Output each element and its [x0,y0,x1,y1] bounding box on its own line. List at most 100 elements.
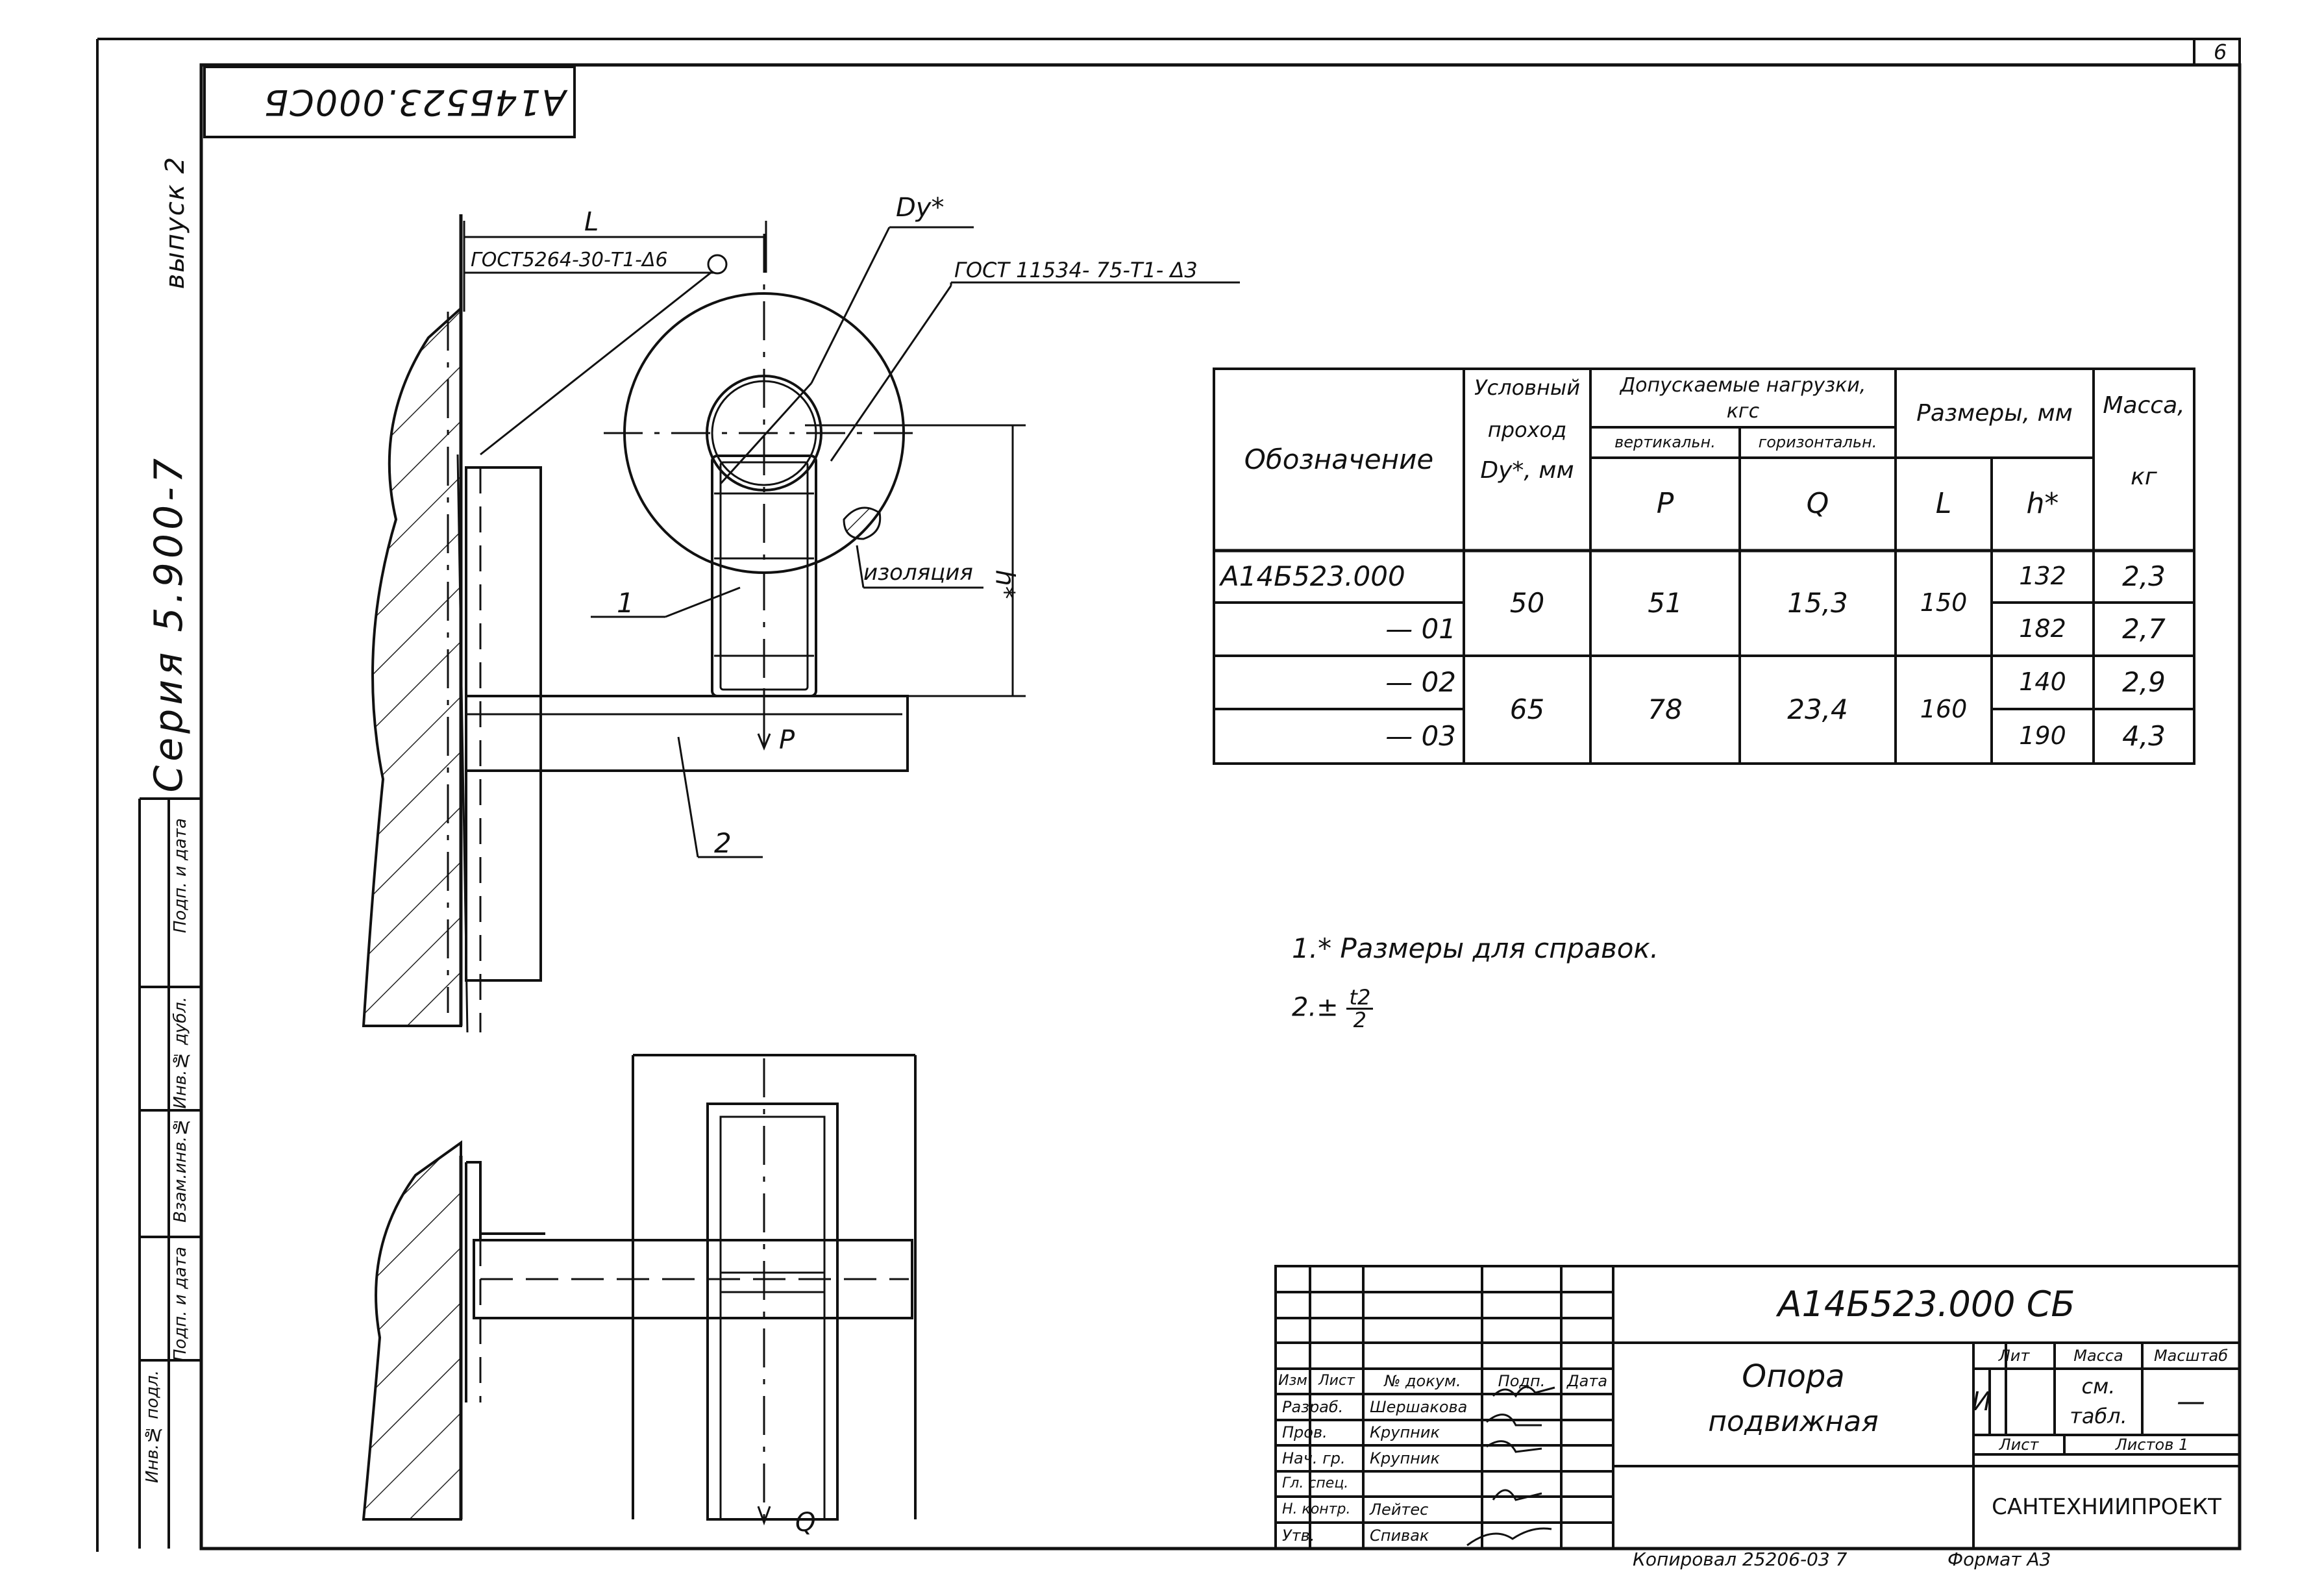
th-loads-1: Допускаемые нагрузки, [1620,373,1866,397]
th-nominal-2: проход [1487,417,1567,442]
title-name-1: Опора [1742,1358,1845,1395]
th-Q: Q [1806,487,1829,521]
row-2-mass: 2,9 [2122,666,2166,698]
top-stamp: А14Б523.000СБ [263,82,566,123]
role-0-name: Шершакова [1370,1397,1468,1416]
role-2-name: Крупник [1370,1449,1440,1467]
row-1-h: 182 [2019,614,2066,643]
side-label-inv-dubl: Инв.№ дубл. [171,997,190,1109]
role-5: Утв. [1282,1526,1315,1545]
role-0: Разраб. [1282,1397,1344,1416]
dim-h: h* [989,569,1020,599]
row-0-h: 132 [2019,562,2066,591]
sheet-label: Лист [1999,1435,2039,1454]
row-2-h: 140 [2019,667,2066,697]
dim-Dy: Dy* [896,193,945,223]
note-1: 1.* Размеры для справок. [1292,932,1659,964]
sheet-frame [96,38,2242,1552]
th-vertical: вертикальн. [1614,433,1716,452]
sheets-label: Листов 1 [2115,1435,2189,1454]
role-1-name: Крупник [1370,1423,1440,1442]
note-2-numerator: t2 [1346,987,1374,1010]
title-code: А14Б523.000 СБ [1777,1284,2075,1325]
row-2-designation: — 02 [1385,666,1456,698]
load-Q-label: Q [795,1508,816,1538]
footer-format: Формат А3 [1947,1549,2051,1570]
th-designation: Обозначение [1244,443,1434,475]
scale-label: Масштаб [2153,1346,2229,1365]
plan-view [362,1054,917,1526]
role-3: Гл. спец. [1282,1475,1349,1492]
role-4-name: Лейтес [1370,1500,1429,1519]
sheet-number: 6 [2214,40,2227,64]
item-1-label: 1 [617,587,634,619]
side-strip [138,797,201,1549]
side-label-vzam-inv: Взам.инв.№ [171,1117,190,1223]
mass-value-1: см. [2081,1374,2116,1399]
title-name-2: подвижная [1708,1404,1879,1438]
th-sizes: Размеры, мм [1916,399,2073,427]
row-3-h: 190 [2019,721,2066,751]
front-view [362,214,1240,1033]
group-0-P: 51 [1648,586,1683,619]
top-stamp-frame [203,66,576,138]
mass-label: Масса [2073,1346,2123,1365]
th-h: h* [2026,487,2059,521]
scale-value: — [2177,1384,2205,1418]
group-1-L: 160 [1920,695,1968,724]
row-3-designation: — 03 [1385,719,1456,752]
footer-copied: Копировал 25206-03 7 [1633,1549,1848,1570]
issue-label: выпуск 2 [160,156,190,290]
series-label: Серия 5.900-7 [146,455,192,793]
side-label-inv-podl: Инв.№ подл. [143,1370,162,1484]
th-nominal-1: Условный [1474,375,1580,400]
col-sign: Подп. [1498,1372,1546,1391]
row-3-mass: 4,3 [2122,719,2166,752]
signature-scribbles [1466,1386,1555,1547]
group-1-Q: 23,4 [1787,693,1848,725]
group-1-dy: 65 [1509,693,1545,725]
note-2-denominator: 2 [1353,1008,1367,1032]
title-block-grid [1274,1265,2241,1550]
col-doc: № докум. [1384,1372,1461,1391]
th-L: L [1935,487,1952,521]
col-izm: Изм [1278,1373,1307,1389]
table-grid [1213,368,2195,765]
note-2-prefix: 2.± [1292,992,1339,1023]
th-P: P [1656,487,1674,521]
col-date: Дата [1566,1372,1608,1391]
dim-L: L [584,207,599,237]
insulation-label: изоляция [863,560,973,586]
item-2-label: 2 [714,827,732,859]
load-P-label: P [779,725,795,755]
note-2: 2.± t2 2 [1292,987,1374,1032]
th-loads-2: кгс [1726,399,1760,423]
group-1-P: 78 [1648,693,1683,725]
th-nominal-3: Dy*, мм [1480,457,1574,484]
row-1-mass: 2,7 [2122,612,2166,645]
th-mass-2: кг [2131,464,2157,491]
note-2-fraction: t2 2 [1346,987,1374,1032]
group-0-dy: 50 [1509,586,1545,619]
role-2: Нач. гр. [1282,1449,1346,1467]
weld-callout-2: ГОСТ 11534- 75-Т1- Δ3 [954,258,1198,282]
row-0-designation: А14Б523.000 [1220,560,1405,592]
th-mass-1: Масса, [2103,392,2185,419]
col-list: Лист [1318,1373,1355,1389]
role-1: Пров. [1282,1423,1328,1442]
mass-value-2: табл. [2070,1404,2127,1429]
group-0-Q: 15,3 [1787,586,1848,619]
weld-callout-1: ГОСТ5264-30-Т1-Δ6 [471,249,668,271]
row-0-mass: 2,3 [2122,560,2166,592]
row-1-designation: — 01 [1385,612,1456,645]
role-5-name: Спивак [1370,1526,1429,1545]
group-0-L: 150 [1920,588,1968,617]
side-label-podp-data-1: Подп. и дата [171,818,190,934]
role-3-name [1363,1471,1482,1497]
org-name: САНТЕХНИИПРОЕКТ [1992,1493,2221,1520]
th-horizontal: горизонтальн. [1758,433,1877,452]
lit-value: И [1972,1387,1992,1417]
role-4: Н. контр. [1282,1501,1351,1517]
lit-label: Лит [1998,1346,2030,1365]
